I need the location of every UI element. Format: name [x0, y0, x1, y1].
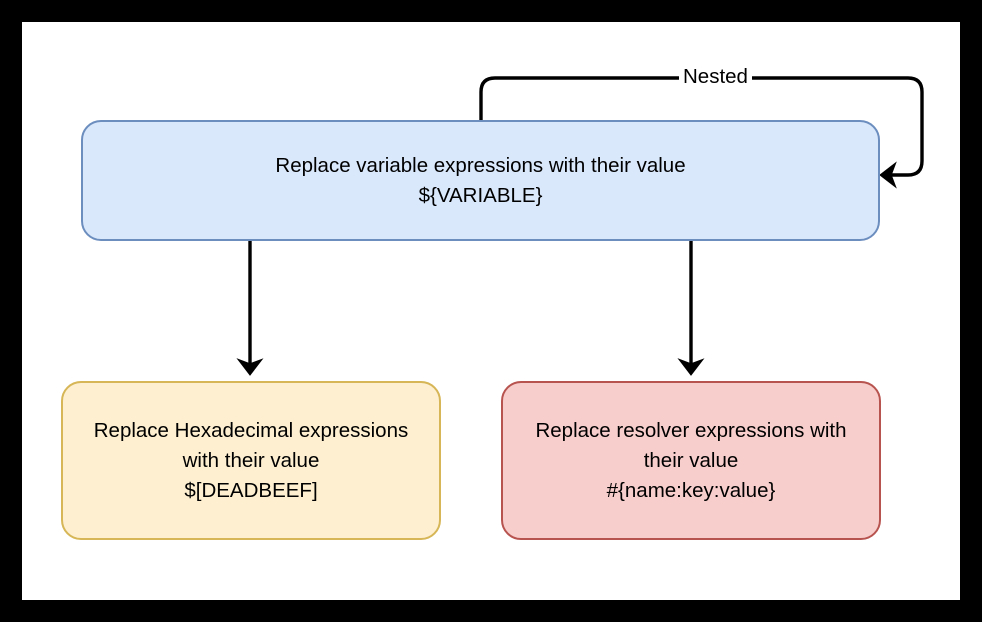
node-replace-hexadecimal-expressions[interactable]: Replace Hexadecimal expressions with the… [61, 381, 441, 540]
diagram-canvas: Replace variable expressions with their … [22, 22, 960, 600]
node-replace-variable-expressions[interactable]: Replace variable expressions with their … [81, 120, 880, 241]
edge-label-nested: Nested [679, 64, 752, 90]
node-resolver-label: Replace resolver expressions with their … [535, 418, 847, 502]
node-variable-label: Replace variable expressions with their … [275, 153, 686, 207]
node-hexadecimal-label: Replace Hexadecimal expressions with the… [93, 418, 409, 502]
node-replace-resolver-expressions[interactable]: Replace resolver expressions with their … [501, 381, 881, 540]
